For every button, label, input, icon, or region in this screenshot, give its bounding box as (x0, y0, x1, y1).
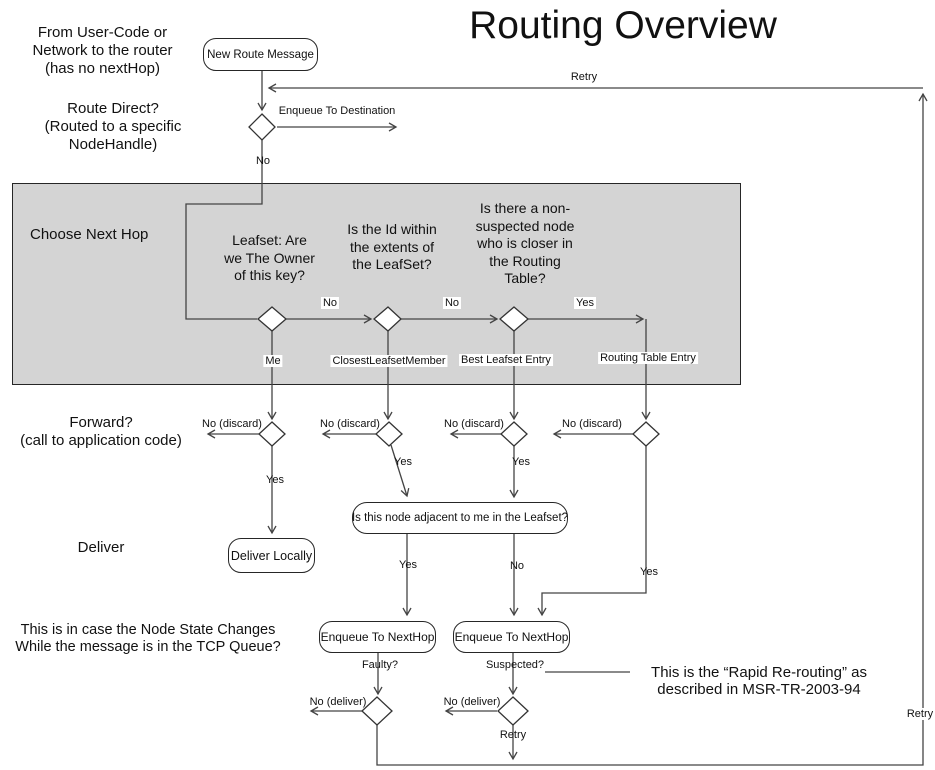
label-forward3-yes: Yes (512, 456, 530, 468)
label-out-best-leafset-entry: Best Leafset Entry (459, 354, 553, 366)
decision-forward-2 (375, 421, 403, 447)
label-suspected: Suspected? (485, 659, 545, 671)
edge-retry-loop (376, 92, 928, 766)
question-id-extents: Is the Id within the extents of the Leaf… (347, 221, 437, 272)
decision-forward-4 (632, 421, 660, 447)
node-adjacency-check: Is this node adjacent to me in the Leafs… (352, 502, 568, 534)
decision-id-extents (373, 306, 402, 332)
node-deliver-locally: Deliver Locally (228, 538, 315, 573)
label-faulty-no-deliver: No (deliver) (309, 696, 367, 708)
edge-forward2-yes (390, 444, 410, 498)
label-forward2-yes: Yes (394, 456, 412, 468)
decision-forward-1 (258, 421, 286, 447)
note-deliver: Deliver (77, 539, 125, 556)
label-out-me: Me (263, 355, 283, 367)
decision-faulty (361, 696, 393, 726)
decision-suspected (497, 696, 529, 726)
label-out-closest-leafset-member: ClosestLeafsetMember (330, 355, 448, 367)
label-enqueue-to-destination: Enqueue To Destination (278, 105, 396, 117)
label-retry-right: Retry (904, 708, 935, 720)
connectors (185, 71, 928, 766)
label-retry-top: Retry (570, 71, 598, 83)
note-forward: Forward? (call to application code) (20, 414, 182, 449)
node-new-route-message: New Route Message (203, 38, 318, 71)
label-out-routing-table-entry: Routing Table Entry (598, 352, 698, 364)
label-suspected-no-deliver: No (deliver) (443, 696, 501, 708)
label-faulty: Faulty? (361, 659, 399, 671)
note-route-direct: Route Direct? (Routed to a specific Node… (44, 100, 182, 153)
decision-diamonds (248, 113, 660, 726)
label-adjacent-yes: Yes (399, 559, 417, 571)
page-title: Routing Overview (469, 4, 777, 47)
question-leafset-owner: Leafset: Are we The Owner of this key? (224, 232, 315, 283)
decision-leafset-owner (257, 306, 287, 332)
node-enqueue-nexthop-right: Enqueue To NextHop (453, 621, 570, 653)
note-rapid-rerouting: This is the “Rapid Re-routing” as descri… (651, 664, 867, 698)
label-adjacent-no: No (509, 560, 525, 572)
region-label-choose-next-hop: Choose Next Hop (30, 226, 149, 243)
label-forward1-yes: Yes (266, 474, 284, 486)
label-route-direct-no: No (255, 155, 271, 167)
decision-forward-3 (500, 421, 528, 447)
note-from-user-code: From User-Code or Network to the router … (32, 24, 173, 77)
label-extents-no: No (442, 297, 462, 309)
label-forward4-no-discard: No (discard) (562, 418, 622, 430)
node-enqueue-nexthop-left: Enqueue To NextHop (319, 621, 436, 653)
label-closer-yes: Yes (574, 297, 596, 309)
choose-next-hop-region (12, 183, 741, 385)
label-owner-no: No (320, 297, 340, 309)
edge-forward4-yes (537, 446, 647, 617)
question-closer-node: Is there a non- suspected node who is cl… (475, 200, 575, 286)
decision-closer-node (499, 306, 529, 332)
label-suspected-retry: Retry (499, 729, 527, 741)
label-forward4-yes: Yes (640, 566, 658, 578)
label-forward3-no-discard: No (discard) (444, 418, 504, 430)
edge-no-to-leafset-owner (185, 140, 263, 320)
decision-route-direct (248, 113, 276, 141)
note-tcp-queue: This is in case the Node State Changes W… (15, 622, 281, 655)
label-forward2-no-discard: No (discard) (320, 418, 380, 430)
label-forward1-no-discard: No (discard) (202, 418, 262, 430)
